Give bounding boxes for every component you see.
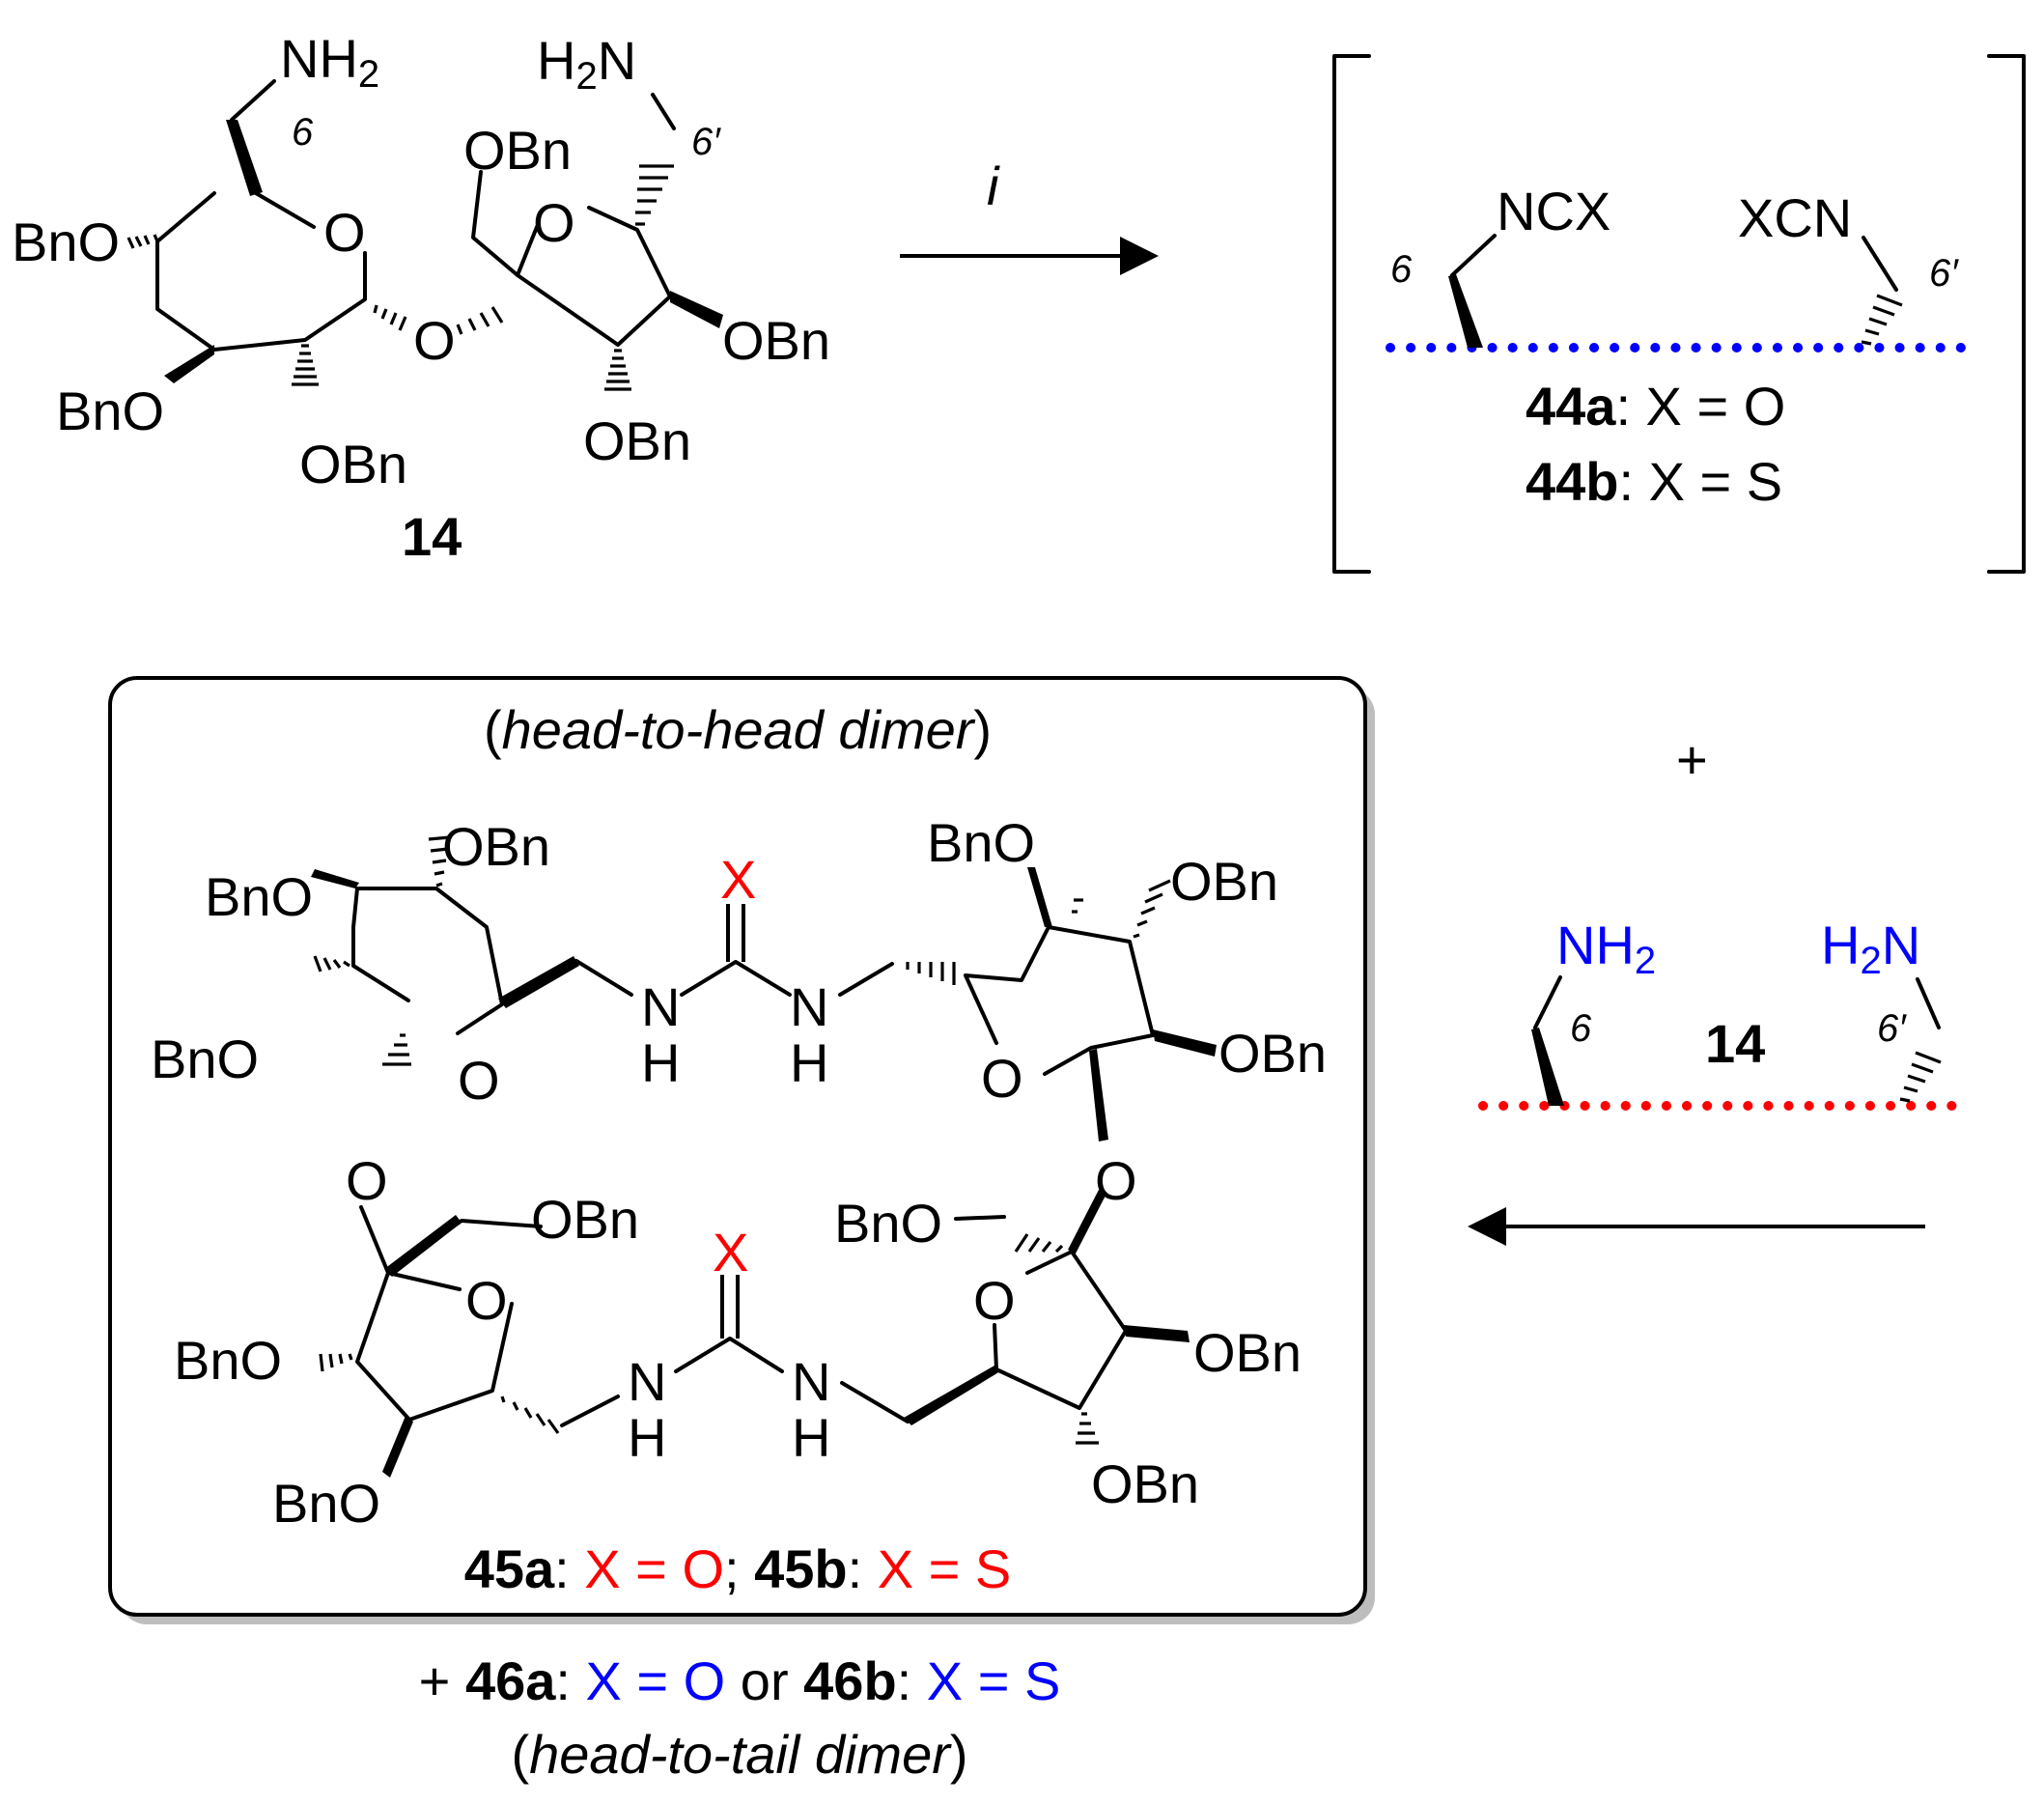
h2n-blue-label: H2N bbox=[1821, 915, 1920, 982]
box-frame bbox=[108, 676, 1367, 1617]
head-to-head-title: (head-to-head dimer) bbox=[484, 699, 992, 760]
hh-h-3: H bbox=[628, 1407, 666, 1468]
position-6p-label-44: 6′ bbox=[1929, 252, 1959, 295]
hh-ring-o-1: O bbox=[458, 1050, 500, 1111]
reaction-arrow-i: i bbox=[900, 155, 1159, 275]
obn-c3-label: OBn bbox=[583, 410, 691, 471]
hh-glycosidic-o-left: O bbox=[346, 1150, 388, 1211]
hh-h-1: H bbox=[641, 1032, 680, 1093]
position-6-label-14: 6 bbox=[1570, 1007, 1592, 1050]
bno-c3-label: BnO bbox=[56, 381, 164, 441]
hh-n-3: N bbox=[628, 1351, 666, 1412]
hh-obn-6: OBn bbox=[1091, 1453, 1199, 1514]
obn-c4-label: OBn bbox=[722, 310, 830, 371]
intermediate-44b-caption: 44b: X = S bbox=[1526, 451, 1782, 512]
compound-14-label: 14 bbox=[402, 506, 462, 567]
ncx-label: NCX bbox=[1497, 181, 1610, 241]
hh-obn-1: OBn bbox=[442, 816, 550, 877]
position-6-label-44: 6 bbox=[1390, 248, 1413, 291]
hh-h-2: H bbox=[790, 1032, 828, 1093]
h2n-label: H2N bbox=[537, 30, 636, 98]
hh-bno-5: BnO bbox=[272, 1473, 380, 1534]
left-bracket bbox=[1332, 54, 1371, 574]
ring-oxygen-label: O bbox=[323, 202, 366, 263]
hh-bno-1: BnO bbox=[205, 866, 313, 927]
nh2-label: NH2 bbox=[280, 28, 379, 96]
reagent-label: i bbox=[987, 155, 1000, 216]
intermediate-44a-caption: 44a: X = O bbox=[1526, 376, 1785, 437]
hh-bno-4: BnO bbox=[174, 1330, 282, 1391]
hh-h-4: H bbox=[792, 1407, 830, 1468]
obn-c1-label: OBn bbox=[463, 120, 572, 181]
hh-obn-5: OBn bbox=[1193, 1322, 1302, 1383]
hh-obn-4: OBn bbox=[531, 1189, 639, 1250]
head-to-tail-title: (head-to-tail dimer) bbox=[511, 1724, 967, 1785]
glycosidic-oxygen-label: O bbox=[413, 310, 456, 371]
hh-ring-o-2: O bbox=[981, 1048, 1023, 1109]
hh-ring-o-3: O bbox=[465, 1270, 508, 1331]
hh-ring-o-4: O bbox=[973, 1270, 1016, 1331]
head-to-tail-caption: + 46a: X = O or 46b: X = S bbox=[419, 1650, 1061, 1711]
hh-caption: 45a: X = O; 45b: X = S bbox=[464, 1538, 1012, 1599]
position-6p-label-14: 6′ bbox=[1877, 1007, 1907, 1050]
intermediate-44: NCX 6 XCN 6′ 44a: X = O 44b: X = S bbox=[1332, 54, 2026, 574]
plus-sign: + bbox=[1676, 729, 1708, 790]
right-bracket bbox=[1987, 54, 2026, 574]
position-6-label: 6 bbox=[292, 111, 314, 154]
compound-14-label-2: 14 bbox=[1705, 1013, 1765, 1074]
hh-n-4: N bbox=[792, 1351, 830, 1412]
hh-obn-2: OBn bbox=[1170, 851, 1278, 912]
obn-c2-label: OBn bbox=[299, 434, 407, 494]
hh-bno-6: BnO bbox=[834, 1193, 942, 1254]
head-to-head-dimer-box: (head-to-head dimer) BnO OBn BnO O N H X… bbox=[108, 676, 1375, 1624]
compound-14-structure: NH2 6 O BnO BnO OBn O OBn O H2N 6′ OBn O… bbox=[12, 28, 830, 567]
bno-c4-label: BnO bbox=[12, 211, 120, 272]
hh-obn-3: OBn bbox=[1218, 1023, 1327, 1084]
hh-n-1: N bbox=[641, 976, 680, 1037]
hh-x-lower: X bbox=[713, 1222, 748, 1283]
position-6p-label: 6′ bbox=[691, 121, 721, 163]
compound-14-residue: NH2 6 H2N 6′ 14 bbox=[1478, 915, 1963, 1111]
xcn-label: XCN bbox=[1738, 187, 1852, 248]
nh2-blue-label: NH2 bbox=[1556, 915, 1656, 982]
hh-bno-3: BnO bbox=[927, 812, 1035, 873]
hh-x-upper: X bbox=[720, 849, 756, 910]
hh-bno-2: BnO bbox=[151, 1029, 259, 1089]
hh-n-2: N bbox=[790, 976, 828, 1037]
fructose-ring-oxygen-label: O bbox=[533, 192, 575, 253]
